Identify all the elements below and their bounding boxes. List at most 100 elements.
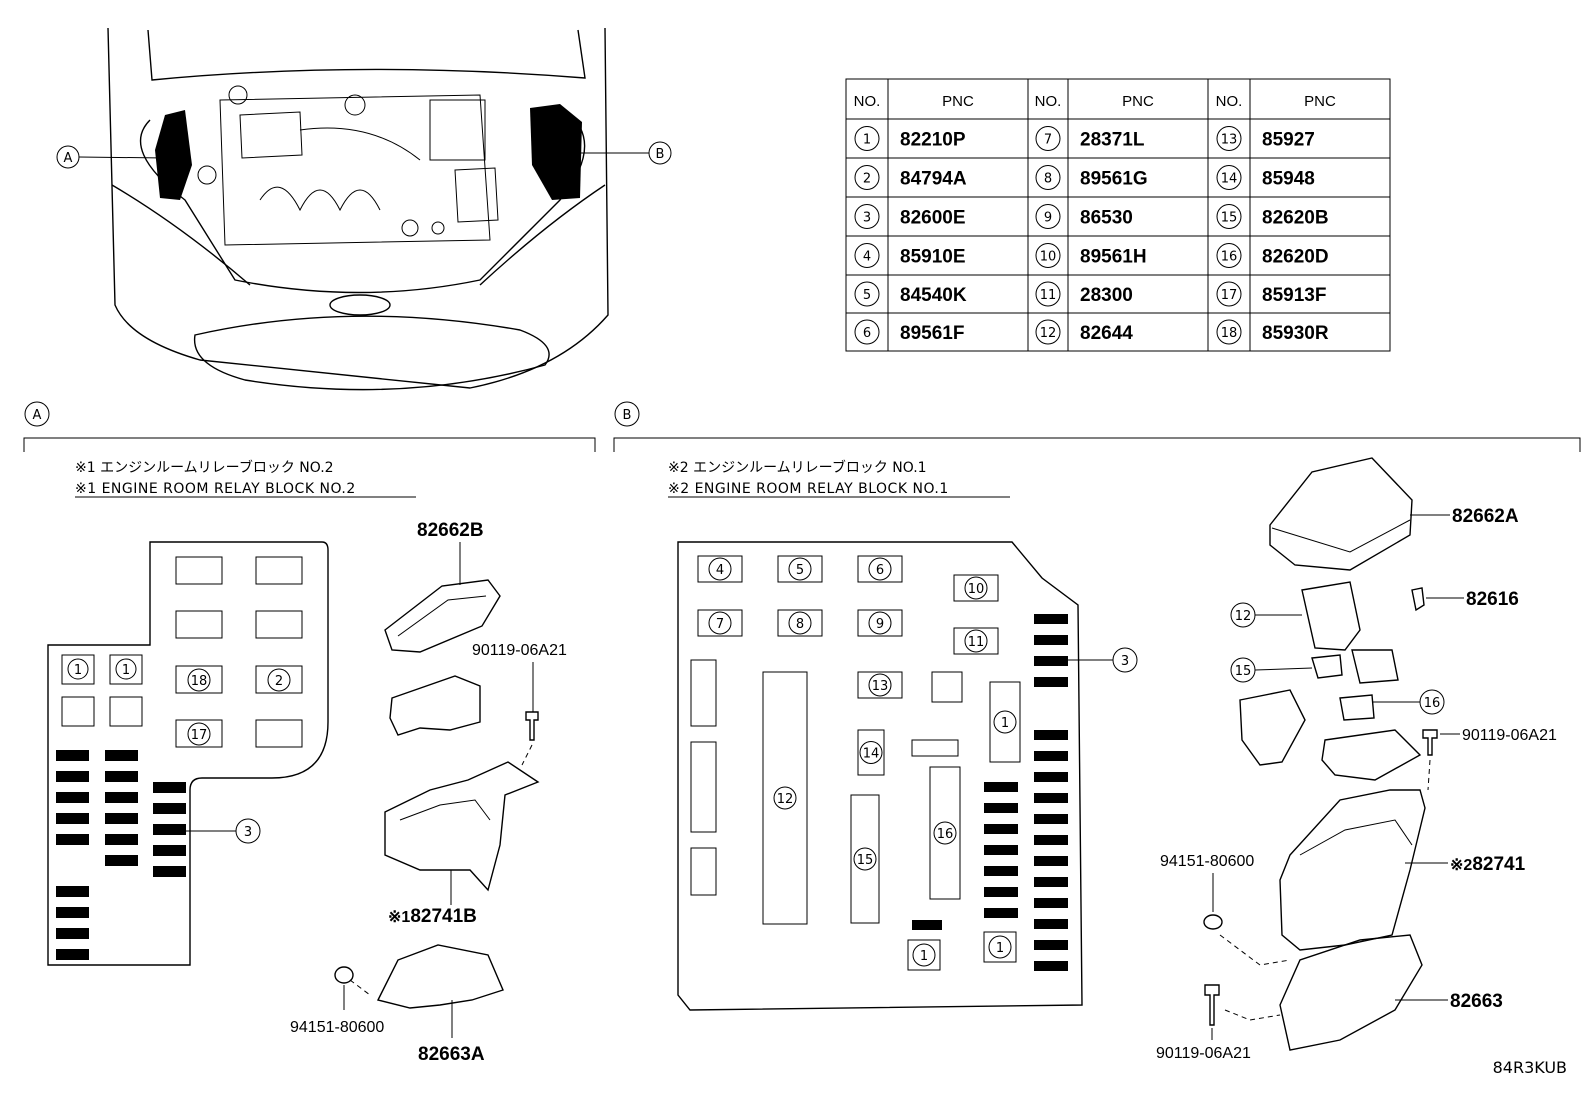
relay-ref-circle bbox=[868, 611, 892, 635]
section-b-title-jp: ※2 エンジンルームリレーブロック NO.1 bbox=[668, 459, 927, 476]
table-ref-number: 14 bbox=[1221, 172, 1238, 187]
overview-label-a: A bbox=[64, 151, 73, 166]
a-block-n1a: 1 bbox=[74, 663, 82, 678]
fuse-slot bbox=[1034, 656, 1068, 666]
table-ref-number: 4 bbox=[863, 250, 871, 265]
relay-slot-n10 bbox=[953, 574, 999, 602]
fuse-slot bbox=[1034, 898, 1068, 908]
b-block-n11: 11 bbox=[968, 635, 985, 650]
relay-slot-n13 bbox=[857, 671, 903, 699]
fuse-slot bbox=[1034, 793, 1068, 803]
engine-bay-overview: A B bbox=[56, 27, 672, 391]
fuse-slot bbox=[1034, 751, 1068, 761]
fuse-slot bbox=[984, 782, 1018, 792]
fuse-slot bbox=[1034, 814, 1068, 824]
table-ref-number: 17 bbox=[1221, 288, 1238, 303]
b-block-n4: 4 bbox=[716, 563, 724, 578]
b-block-n10: 10 bbox=[968, 582, 985, 597]
relay-ref-circle bbox=[988, 935, 1012, 959]
section-b: B ※2 エンジンルームリレーブロック NO.1 ※2 ENGINE ROOM … bbox=[613, 401, 1581, 1062]
b-part-lower: 82663 bbox=[1450, 991, 1503, 1012]
fuse-slot bbox=[153, 782, 186, 793]
table-ref-circle bbox=[1216, 126, 1242, 151]
table-pnc-value: 85910E bbox=[900, 247, 966, 268]
fuse-slot bbox=[1034, 730, 1068, 740]
a-part-bolt: 90119-06A21 bbox=[472, 642, 567, 659]
table-pnc-value: 85913F bbox=[1262, 285, 1326, 306]
b-block-n1b: 1 bbox=[920, 949, 928, 964]
fuse-slot bbox=[1034, 772, 1068, 782]
table-ref-circle bbox=[1035, 204, 1061, 229]
table-ref-circle bbox=[1216, 243, 1242, 268]
fuse-slot bbox=[153, 845, 186, 856]
relay-slot-n12 bbox=[762, 671, 808, 925]
table-pnc-value: 89561F bbox=[900, 323, 964, 344]
table-ref-number: 16 bbox=[1221, 250, 1238, 265]
table-ref-circle bbox=[854, 204, 880, 229]
fuse-slot bbox=[56, 834, 89, 845]
section-b-marker: B bbox=[623, 408, 632, 423]
table-pnc-value: 82210P bbox=[900, 130, 966, 151]
fuse-slot bbox=[1034, 835, 1068, 845]
b-part-cover: 82662A bbox=[1452, 506, 1519, 527]
table-ref-circle bbox=[854, 281, 880, 307]
table-pnc-value: 85930R bbox=[1262, 323, 1329, 344]
fuse-slot bbox=[984, 887, 1018, 897]
a-block-n17: 17 bbox=[191, 728, 208, 743]
b-block-n16: 16 bbox=[937, 827, 954, 842]
a-part-block-number: 82741B bbox=[410, 906, 477, 927]
relay-ref-circle bbox=[788, 557, 812, 581]
fuse-slot bbox=[1034, 856, 1068, 866]
table-header: PNC bbox=[1304, 93, 1336, 110]
a-block-n1b: 1 bbox=[122, 663, 130, 678]
table-ref-circle bbox=[1216, 319, 1242, 345]
table-ref-circle bbox=[1035, 319, 1061, 345]
table-pnc-value: 85948 bbox=[1262, 169, 1315, 190]
relay-ref-circle bbox=[773, 786, 797, 810]
fuse-slot bbox=[105, 750, 138, 761]
table-ref-number: 8 bbox=[1044, 172, 1052, 187]
b-block-n15: 15 bbox=[857, 853, 874, 868]
table-ref-circle bbox=[854, 319, 880, 345]
fuse-slot bbox=[1034, 919, 1068, 929]
fuse-slot bbox=[56, 907, 89, 918]
fuse-slot bbox=[56, 771, 89, 782]
fuse-slot bbox=[984, 845, 1018, 855]
a-part-block: ※182741B bbox=[388, 906, 477, 927]
table-header: NO. bbox=[854, 93, 881, 110]
relay-ref-circle bbox=[964, 576, 988, 600]
fuse-slot bbox=[56, 813, 89, 824]
table-ref-number: 13 bbox=[1221, 133, 1238, 148]
fuse-slot bbox=[105, 813, 138, 824]
b-block-n12: 12 bbox=[777, 792, 794, 807]
fuse-slot bbox=[984, 803, 1018, 813]
fuse-slot bbox=[1034, 614, 1068, 624]
relay-ref-circle bbox=[853, 847, 877, 871]
b-part-bolt-top: 90119-06A21 bbox=[1462, 727, 1557, 744]
table-ref-number: 9 bbox=[1044, 211, 1052, 226]
table-pnc-value: 84794A bbox=[900, 169, 967, 190]
a-block-n18: 18 bbox=[191, 674, 208, 689]
b-block-n5: 5 bbox=[796, 563, 804, 578]
table-pnc-value: 82644 bbox=[1080, 323, 1133, 344]
b-part-bolt-bottom: 90119-06A21 bbox=[1156, 1045, 1251, 1062]
b-block-n8: 8 bbox=[796, 617, 804, 632]
table-pnc-value: 28300 bbox=[1080, 285, 1133, 306]
fuse-slot bbox=[984, 908, 1018, 918]
table-ref-number: 12 bbox=[1040, 326, 1057, 341]
fuse-slot bbox=[56, 792, 89, 803]
section-b-title-en: ※2 ENGINE ROOM RELAY BLOCK NO.1 bbox=[668, 481, 949, 497]
a-part-block-mark: ※1 bbox=[388, 909, 410, 926]
table-pnc-value: 28371L bbox=[1080, 130, 1145, 151]
b-block-n1c: 1 bbox=[996, 941, 1004, 956]
table-header: PNC bbox=[942, 93, 974, 110]
fuse-slot bbox=[105, 834, 138, 845]
a-part-cover: 82662B bbox=[417, 520, 484, 541]
relay-slot-n9 bbox=[857, 609, 903, 637]
table-ref-circle bbox=[854, 243, 880, 268]
fuse-slot bbox=[1034, 961, 1068, 971]
fuse-slot bbox=[984, 866, 1018, 876]
relay-slot-n8 bbox=[777, 609, 823, 637]
table-header: PNC bbox=[1122, 93, 1154, 110]
relay-ref-circle bbox=[933, 821, 957, 845]
